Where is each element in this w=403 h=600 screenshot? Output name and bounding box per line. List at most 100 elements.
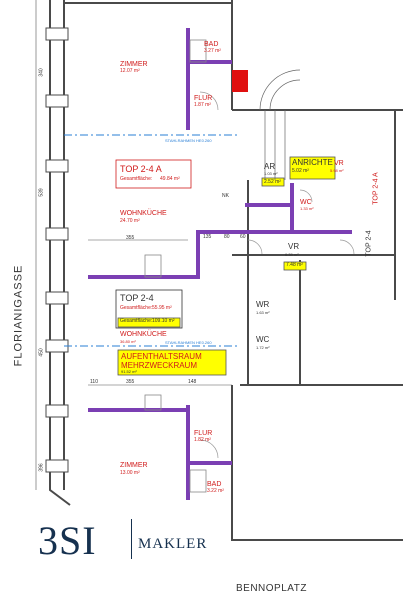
unit-top24a-label: Gesamtfläche: (120, 176, 153, 182)
room-area-flur-top: 1.87 m² (194, 102, 211, 108)
room-area-ar: 1.03 m² (264, 171, 278, 176)
room-area-vr-small: 5.98 m² (330, 168, 344, 173)
room-area-vr-main: 6.39 m² (285, 252, 299, 257)
room-name-ar: AR (264, 162, 276, 171)
chimneys (232, 70, 248, 92)
unit-aufenthalt-line2: MEHRZWECKRAUM (121, 361, 197, 370)
dim-left-1: 340 (38, 68, 45, 77)
stahlrahmen-bottom: STAHLRAHMEN HE0.260 (165, 340, 212, 345)
room-name-wohnkueche-low: WOHNKÜCHE (120, 331, 167, 338)
top24-box (115, 289, 183, 329)
room-area-zimmer-bottom: 13.00 m² (120, 470, 140, 476)
room-area-bad-top: 3.27 m² (204, 48, 221, 54)
brand-sub: MAKLER (138, 536, 208, 552)
unit-boxes (115, 159, 192, 189)
lower-right-wall (231, 385, 403, 541)
unit-top24-vertical: TOP 2-4 (365, 230, 373, 257)
room-name-wc-low: WC (256, 335, 270, 344)
dim-left-4: 396 (38, 463, 45, 472)
unit-aufenthalt-line1: AUFENTHALTSRAUM (121, 352, 202, 361)
dim-left-3: 450 (38, 348, 45, 357)
window-3 (45, 159, 69, 173)
brand-logo: 3SI MAKLER (38, 515, 218, 565)
room-area-wohnkueche-low: 36.80 m² (120, 339, 136, 344)
brand-separator (131, 519, 132, 559)
stair-arc-2 (269, 79, 301, 111)
dim-left-2: 539 (38, 188, 45, 197)
dim-inner-6: 148 (188, 379, 197, 385)
room-area-anrichte: 5.02 m² (292, 168, 309, 174)
fixtures (144, 39, 207, 493)
room-name-flur-top: FLUR (194, 95, 213, 102)
room-area-wc-mid: 1.33 m² (300, 206, 314, 211)
partition-kitchen (88, 230, 248, 279)
ar-area-highlight (261, 177, 285, 187)
unit-top24-label1: Gesamtfläche: (120, 305, 153, 311)
street-left-label: FLORIANIGASSE (12, 264, 25, 367)
window-5 (45, 291, 69, 305)
dim-inner-4: 355 (126, 379, 135, 385)
window-8 (45, 459, 69, 473)
dim-inner-3: 60 (240, 234, 246, 240)
highlights (117, 156, 336, 376)
unit-top24a-value: 49.84 m² (160, 176, 180, 182)
room-name-flur-bottom: FLUR (194, 430, 213, 437)
room-area-wc-low: 1.72 m² (256, 345, 270, 350)
room-name-vr-main: VR (288, 242, 300, 251)
window-1 (45, 27, 69, 41)
room-name-bad-bottom: BAD (207, 481, 222, 488)
kitchen-counter (144, 254, 162, 278)
top24a-box (115, 159, 192, 189)
anrichte-highlight (289, 156, 336, 180)
unit-top24-label2: Gesamtfläche: (120, 318, 153, 324)
room-area-bad-bottom: 3.22 m² (207, 488, 224, 494)
room-name-wohnkueche-top: WOHNKÜCHE (120, 210, 167, 217)
total-area-highlight (117, 317, 181, 328)
window-marks (45, 27, 69, 473)
room-name-vr-small: VR (334, 160, 344, 167)
room-area-ar-2: 2.52 m² (264, 179, 281, 185)
dim-inner-2: 80 (224, 234, 230, 240)
window-2 (45, 94, 69, 108)
bathtub-top (189, 39, 207, 63)
dim-inner-1: 135 (203, 234, 212, 240)
stairs (259, 69, 301, 180)
room-area-vr-main-2: 7.48 m² (286, 262, 303, 268)
dim-inner-7: 110 (90, 379, 98, 385)
room-name-zimmer-bottom: ZIMMER (120, 462, 148, 469)
unit-top24a-title: TOP 2-4 A (120, 164, 162, 174)
kitchen-counter-2 (144, 394, 162, 411)
room-name-wr: WR (256, 300, 270, 309)
walls (49, 0, 403, 541)
nk-label: NK (222, 193, 229, 199)
brand-name: 3SI (38, 518, 97, 563)
unit-top24-title: TOP 2-4 (120, 293, 154, 303)
unit-boxes-dark (115, 289, 183, 329)
partitions (88, 28, 352, 500)
room-name-bad-top: BAD (204, 41, 219, 48)
room-name-wc-mid: WC (300, 199, 312, 206)
chimney-1 (232, 70, 248, 92)
door-swings (199, 91, 355, 459)
unit-top24-value2: 109.10 m² (152, 318, 175, 324)
dim-lines (35, 0, 232, 490)
unit-top24a-vertical: TOP 2-4 A (372, 172, 380, 205)
stahlrahmen-top: STAHLRAHMEN HE0.260 (165, 138, 212, 143)
window-4 (45, 227, 69, 241)
dim-inner-5: 355 (126, 235, 135, 241)
room-area-wohnkueche-top: 24.70 m² (120, 218, 140, 224)
unit-top24-value1: 55.95 m² (152, 305, 172, 311)
room-name-zimmer-top: ZIMMER (120, 61, 148, 68)
street-bottom-label: BENNOPLATZ (236, 583, 307, 594)
room-area-wr: 1.63 m² (256, 310, 270, 315)
left-facade (49, 0, 71, 506)
room-area-zimmer-top: 12.07 m² (120, 68, 140, 74)
vr-area-highlight (283, 261, 307, 271)
stair-arc (259, 69, 301, 111)
room-area-flur-bottom: 1.82 m² (194, 437, 211, 443)
bathtub-bottom (189, 469, 207, 493)
window-7 (45, 404, 69, 418)
unit-aufenthalt-area: 91.52 m² (121, 369, 137, 374)
